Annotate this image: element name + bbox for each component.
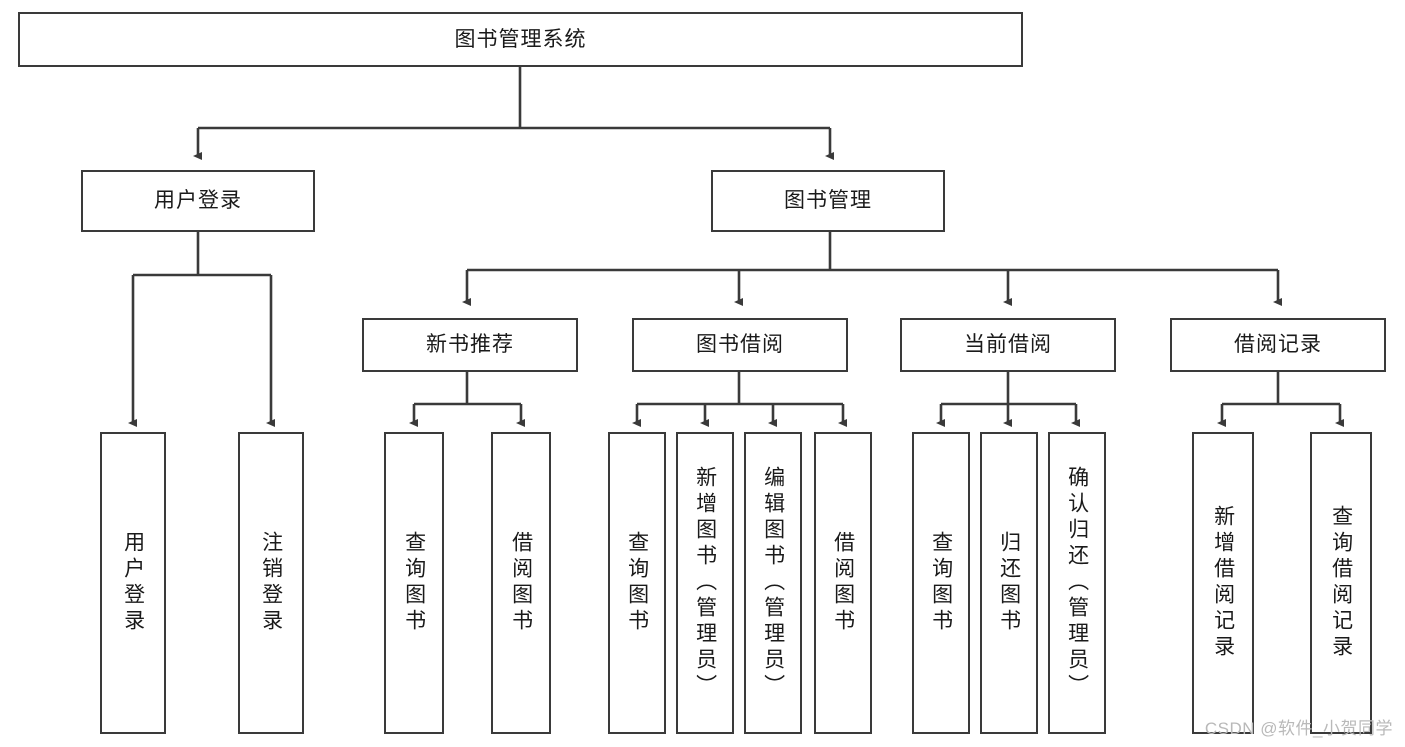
leaf-label: 注销登录	[259, 531, 283, 635]
leaf-add-borrow-record[interactable]: 新增借阅记录	[1192, 432, 1254, 734]
leaf-borrow-book[interactable]: 借阅图书	[814, 432, 872, 734]
leaf-label: 确认归还（管理员）	[1065, 466, 1089, 700]
leaf-logout[interactable]: 注销登录	[238, 432, 304, 734]
watermark-text: CSDN @软件_小贺同学	[1204, 719, 1393, 738]
leaf-edit-book-admin[interactable]: 编辑图书（管理员）	[744, 432, 802, 734]
leaf-user-login[interactable]: 用户登录	[100, 432, 166, 734]
leaf-add-book-admin[interactable]: 新增图书（管理员）	[676, 432, 734, 734]
leaf-query-book-current[interactable]: 查询图书	[912, 432, 970, 734]
node-current-borrow[interactable]: 当前借阅	[900, 318, 1116, 372]
leaf-query-borrow-record[interactable]: 查询借阅记录	[1310, 432, 1372, 734]
leaf-label: 借阅图书	[509, 531, 533, 635]
leaf-label: 查询图书	[402, 531, 426, 635]
leaf-label: 新增图书（管理员）	[693, 466, 717, 700]
node-borrow-record[interactable]: 借阅记录	[1170, 318, 1386, 372]
node-new-book-recommend[interactable]: 新书推荐	[362, 318, 578, 372]
leaf-label: 编辑图书（管理员）	[761, 466, 785, 700]
leaf-borrow-book-newbooks[interactable]: 借阅图书	[491, 432, 551, 734]
leaf-query-book-newbooks[interactable]: 查询图书	[384, 432, 444, 734]
leaf-confirm-return-admin[interactable]: 确认归还（管理员）	[1048, 432, 1106, 734]
leaf-label: 查询借阅记录	[1329, 505, 1353, 661]
leaf-query-book-borrow[interactable]: 查询图书	[608, 432, 666, 734]
node-book-management[interactable]: 图书管理	[711, 170, 945, 232]
node-user-login[interactable]: 用户登录	[81, 170, 315, 232]
leaf-label: 查询图书	[625, 531, 649, 635]
leaf-label: 查询图书	[929, 531, 953, 635]
leaf-return-book[interactable]: 归还图书	[980, 432, 1038, 734]
node-book-borrow[interactable]: 图书借阅	[632, 318, 848, 372]
leaf-label: 借阅图书	[831, 531, 855, 635]
leaf-label: 新增借阅记录	[1211, 505, 1235, 661]
leaf-label: 归还图书	[997, 531, 1021, 635]
node-root-system[interactable]: 图书管理系统	[18, 12, 1023, 67]
leaf-label: 用户登录	[121, 531, 145, 635]
